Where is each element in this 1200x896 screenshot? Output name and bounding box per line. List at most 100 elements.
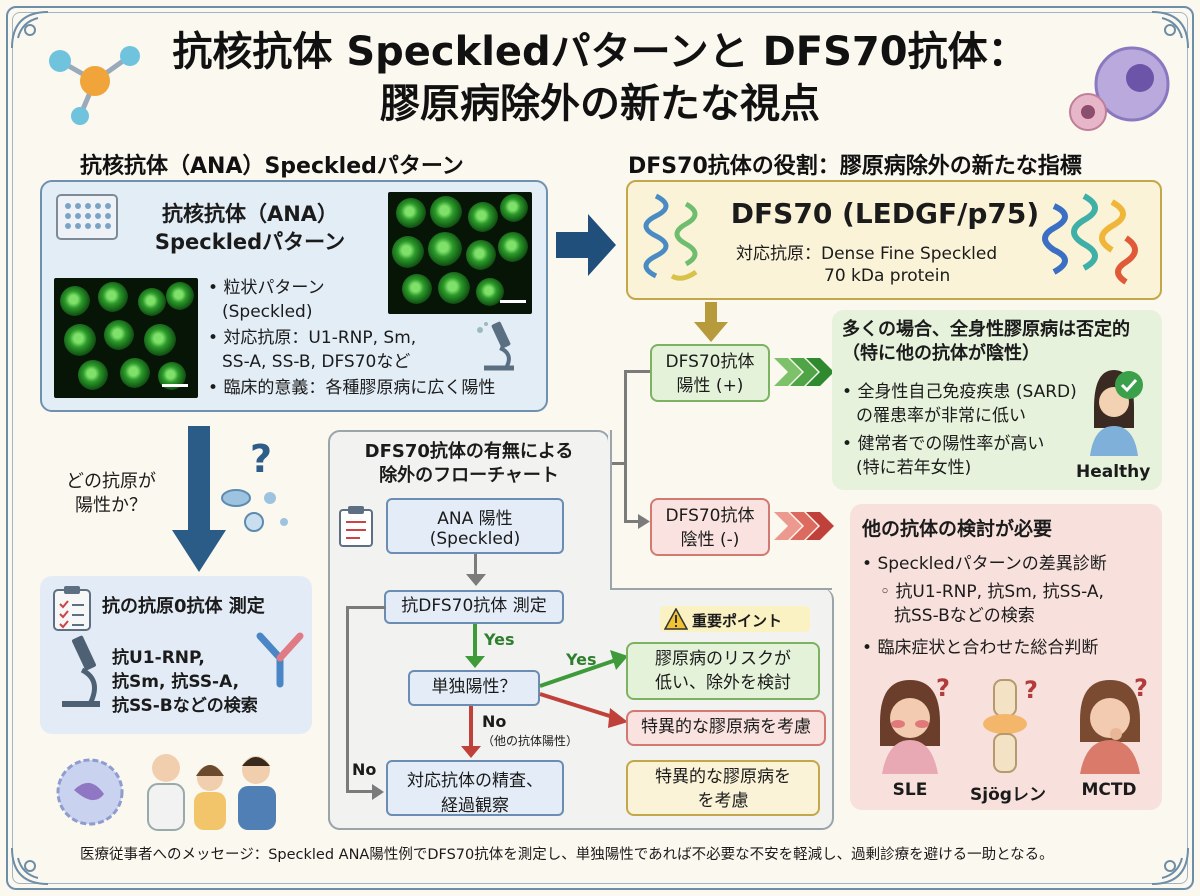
warning-icon	[664, 608, 688, 630]
consider-specific-node: 特異的な膠原病を考慮	[626, 710, 826, 746]
consider2-1: 特異的な膠原病を	[655, 767, 791, 787]
red-bullet-3: • 臨床症状と合わせた総合判断	[862, 638, 1099, 658]
disease-mctd: MCTD	[1081, 780, 1137, 800]
arrow-no-icon	[539, 692, 628, 728]
branch-line	[624, 370, 650, 373]
measure-card-title: 抗の抗原0抗体 測定	[102, 596, 265, 617]
corner-ornament-icon	[11, 847, 49, 885]
low-risk-1: 膠原病のリスクが	[655, 649, 791, 669]
inner-frame	[12, 12, 1188, 884]
low-risk-2: 低い、除外を検討	[655, 673, 791, 693]
page-title-line2: 膠原病除外の新たな視点	[380, 81, 820, 127]
green-bullet-2: • 健常者での陽性率が高い	[842, 434, 1045, 454]
red-bullet-2: ◦ 抗U1-RNP, 抗Sm, 抗SS-A,	[880, 582, 1104, 602]
follow-up-node: 対応抗体の精査、 経過観察	[386, 760, 564, 816]
arrow-yes-icon	[539, 650, 628, 688]
flow-yes-label: Yes	[484, 630, 515, 649]
svg-text:?: ?	[1134, 674, 1148, 702]
ana-bullet-2: • 対応抗原：U1-RNP, Sm,	[208, 328, 417, 348]
well-plate-icon	[56, 194, 118, 240]
flow-line-no	[469, 706, 473, 750]
flow-no-label: No	[482, 712, 507, 731]
dfs70-negative-node: DFS70抗体 陰性 (-)	[650, 498, 770, 556]
follow-up-2: 経過観察	[441, 796, 509, 816]
green-title-2: （特に他の抗体が陰性）	[842, 343, 1040, 364]
healthy-label: Healthy	[1076, 462, 1151, 482]
dfs70-positive-2: 陽性 (+)	[676, 376, 744, 396]
dfs70-card	[626, 180, 1162, 300]
microscope-icon	[62, 635, 100, 707]
microscope-icon	[477, 321, 514, 371]
ana-bullet-2b: SS-A, SS-B, DFS70など	[222, 352, 411, 372]
corner-ornament-icon	[1151, 11, 1189, 49]
arrow-down-icon	[461, 746, 481, 758]
dfs70-antigen-1: 対応抗原：Dense Fine Speckled	[736, 244, 998, 264]
mctd-patient-icon: ?	[1080, 674, 1148, 774]
dfs70-positive-1: DFS70抗体	[665, 352, 755, 372]
branch-line	[610, 462, 626, 465]
left-section-title: 抗核抗体（ANA）Speckledパターン	[80, 154, 464, 179]
dfs70-positive-node: DFS70抗体 陽性 (+)	[650, 344, 770, 402]
consider-specific-node-2: 特異的な膠原病を を考慮	[626, 760, 820, 816]
dfs70-negative-2: 陰性 (-)	[680, 530, 740, 550]
right-section-title: DFS70抗体の役割：膠原病除外の新たな指標	[628, 154, 1082, 179]
ana-card-title-1: 抗核抗体（ANA）	[161, 202, 339, 226]
ana-card-title-2: Speckledパターン	[154, 230, 346, 254]
low-risk-node: 膠原病のリスクが 低い、除外を検討	[626, 642, 820, 700]
important-label: 重要ポイント	[692, 612, 783, 630]
antibody-icon	[256, 632, 304, 688]
ana-bullet-1b: (Speckled)	[222, 302, 313, 322]
arrow-down-icon	[694, 302, 728, 342]
micrograph-speckled-2	[54, 278, 198, 398]
flowchart-border	[610, 430, 612, 590]
dfs70-negative-1: DFS70抗体	[665, 506, 755, 526]
arrow-down-icon	[172, 426, 226, 572]
consider2-2: を考慮	[697, 791, 749, 811]
flowchart-border	[608, 588, 832, 590]
chevron-right-icon	[774, 358, 834, 386]
question-text-2: 陽性か？	[75, 495, 147, 516]
flow-yes2-label: Yes	[566, 650, 597, 669]
green-bullet-1: • 全身性自己免疫疾患 (SARD)	[842, 382, 1077, 402]
red-bullet-2b: 抗SS-Bなどの検索	[894, 606, 1035, 626]
flow-line	[346, 606, 386, 609]
page-title-line1: 抗核抗体 Speckledパターンと DFS70抗体：	[172, 29, 1028, 75]
arrow-right-icon	[556, 214, 616, 276]
arrow-right-icon	[624, 514, 650, 529]
measure-line-1: 抗U1-RNP,	[112, 648, 205, 668]
flow-line	[346, 606, 349, 792]
flow-no-note: （他の抗体陽性）	[482, 734, 579, 748]
antigen-cluster-icon: ?	[221, 437, 288, 532]
sle-patient-icon: ?	[880, 674, 950, 774]
green-bullet-1b: の罹患率が非常に低い	[856, 406, 1026, 426]
flow-line	[474, 554, 477, 580]
footer-message: 医療従事者へのメッセージ：Speckled ANA陽性例でDFS70抗体を測定し…	[80, 847, 1054, 863]
dfs70-title: DFS70 (LEDGF/p75)	[730, 197, 1040, 230]
flowchart-border-mask	[608, 430, 610, 590]
joint-icon: ?	[983, 676, 1038, 773]
arrow-down-icon	[465, 656, 485, 668]
protein-structure-icon	[643, 193, 698, 281]
flowchart-title-1: DFS70抗体の有無による	[364, 441, 574, 462]
molecule-icon	[49, 46, 140, 125]
outer-frame	[6, 6, 1194, 890]
ana-positive-2: (Speckled)	[429, 529, 521, 549]
protein-structure-icon	[1042, 193, 1138, 285]
single-positive-node: 単独陽性？	[408, 670, 540, 706]
question-text-1: どの抗原が	[66, 471, 156, 492]
svg-text:?: ?	[936, 674, 950, 702]
clipboard-icon	[339, 506, 373, 547]
ana-bullet-1: • 粒状パターン	[208, 278, 325, 298]
dfs70-measure-node: 抗DFS70抗体 測定	[384, 590, 564, 624]
measure-line-3: 抗SS-Bなどの検索	[112, 696, 258, 716]
follow-up-1: 対応抗体の精査、	[407, 771, 543, 791]
immune-cell-icon	[56, 758, 124, 826]
arrow-down-icon	[466, 574, 486, 586]
red-bullet-1: • Speckledパターンの差異診断	[862, 554, 1107, 574]
micrograph-speckled-1	[388, 192, 532, 314]
red-title: 他の抗体の検討が必要	[862, 518, 1053, 540]
svg-text:?: ?	[250, 437, 272, 481]
flow-no-left-label: No	[352, 760, 377, 779]
svg-text:?: ?	[1024, 676, 1038, 704]
flow-line-yes	[473, 624, 477, 660]
